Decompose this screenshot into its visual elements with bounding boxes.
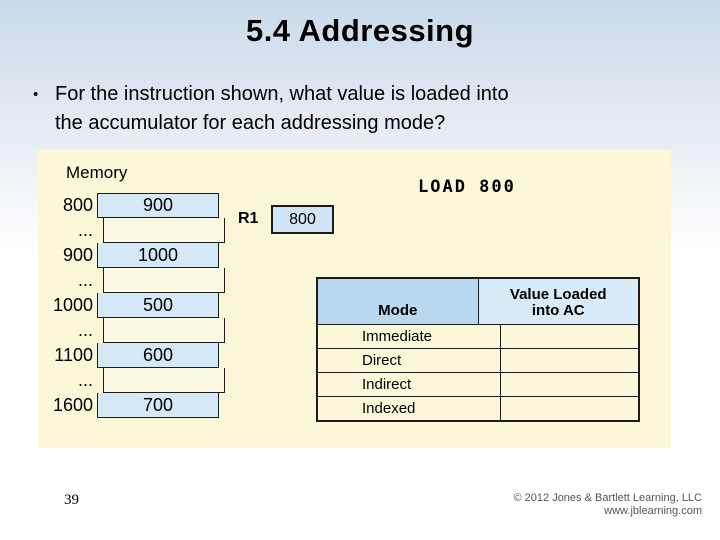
memory-row: 1100 600 — [46, 343, 225, 368]
mode-table-row: Indexed — [318, 396, 638, 420]
memory-row: ... — [46, 218, 225, 243]
memory-cell — [103, 218, 225, 243]
memory-address: 900 — [62, 245, 93, 265]
memory-cell: 700 — [97, 393, 219, 418]
mode-table-row: Indirect — [318, 372, 638, 396]
memory-cell — [103, 368, 225, 393]
value-cell — [499, 373, 639, 396]
memory-row: 800 900 — [46, 193, 225, 218]
slide-title: 5.4 Addressing — [245, 13, 475, 48]
page-number: 39 — [64, 492, 79, 508]
mode-table-row: Immediate — [318, 324, 638, 348]
memory-cell: 1000 — [97, 243, 219, 268]
memory-address: ... — [77, 320, 93, 340]
memory-row: ... — [46, 368, 225, 393]
register-box: 800 — [271, 205, 334, 234]
memory-address: ... — [77, 270, 93, 290]
instruction-text: LOAD 800 — [418, 177, 516, 197]
memory-row: ... — [46, 268, 225, 293]
memory-row: 900 1000 — [46, 243, 225, 268]
value-column-header-text: Value Loaded into AC — [509, 286, 607, 319]
copyright-line1: © 2012 Jones & Bartlett Learning, LLC — [513, 492, 703, 504]
value-cell — [499, 397, 639, 420]
memory-row: 1000 500 — [46, 293, 225, 318]
bullet-text: For the instruction shown, what value is… — [55, 80, 509, 138]
figure-panel: Memory 800 900 ... 900 1000 ... 1000 500 — [38, 150, 671, 448]
copyright-line2: www.jblearning.com — [604, 505, 702, 517]
mode-table: Mode Value Loaded into AC Immediate Dire… — [316, 277, 640, 422]
memory-address: 800 — [62, 195, 93, 215]
memory-address: ... — [77, 370, 93, 390]
memory-cell — [103, 318, 225, 343]
value-column-header: Value Loaded into AC — [477, 279, 638, 324]
memory-cell: 900 — [97, 193, 219, 218]
copyright-notice: © 2012 Jones & Bartlett Learning, LLC ww… — [514, 492, 703, 518]
bullet-icon: • — [33, 86, 39, 103]
mode-column-header: Mode — [318, 279, 478, 324]
memory-cell: 500 — [97, 293, 219, 318]
memory-address: 1600 — [52, 395, 93, 415]
bullet-text-line1: For the instruction shown, what value is… — [55, 83, 509, 105]
bullet-text-line2: the accumulator for each addressing mode… — [55, 112, 446, 134]
memory-row: 1600 700 — [46, 393, 225, 418]
mode-table-header-row: Mode Value Loaded into AC — [318, 279, 638, 324]
memory-cell — [103, 268, 225, 293]
value-cell — [499, 349, 639, 372]
memory-address: 1100 — [54, 345, 93, 365]
bullet-item: • For the instruction shown, what value … — [33, 80, 509, 138]
memory-row: ... — [46, 318, 225, 343]
mode-cell: Immediate — [362, 328, 433, 345]
mode-cell: Direct — [362, 352, 402, 369]
memory-label: Memory — [66, 163, 128, 182]
memory-table: 800 900 ... 900 1000 ... 1000 500 ... — [46, 193, 225, 418]
value-cell — [499, 325, 639, 348]
mode-cell: Indirect — [362, 376, 412, 393]
mode-cell: Indexed — [362, 400, 416, 417]
mode-table-row: Direct — [318, 348, 638, 372]
memory-cell: 600 — [97, 343, 219, 368]
register-name: R1 — [238, 210, 259, 227]
memory-address: 1000 — [52, 295, 93, 315]
memory-address: ... — [77, 220, 93, 240]
